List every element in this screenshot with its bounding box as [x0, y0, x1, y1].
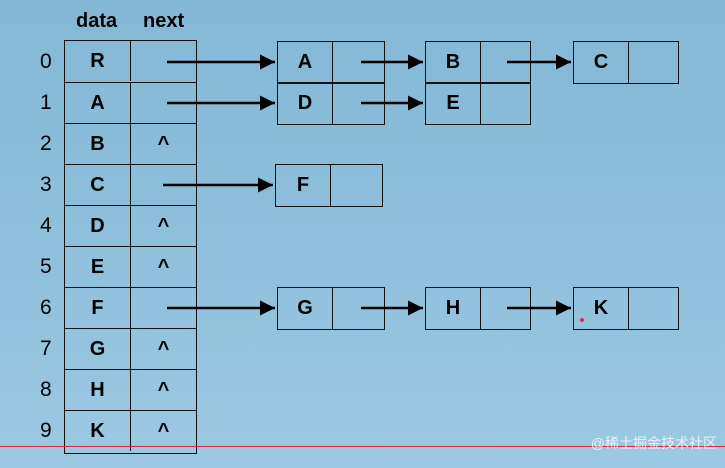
node-data: F [276, 165, 331, 206]
cell-next: ^ [157, 420, 170, 442]
node-data: K [574, 288, 629, 329]
table-row: K^ [65, 410, 196, 451]
node-data: B [426, 42, 481, 83]
list-node: K [573, 287, 679, 330]
row-index: 5 [40, 255, 52, 278]
table-row: B^ [65, 123, 196, 164]
row-index: 8 [40, 378, 52, 401]
cell-data: R [65, 41, 131, 81]
cell-next: ^ [157, 338, 170, 360]
header-data: data [76, 10, 118, 32]
table-row: E^ [65, 246, 196, 287]
row-index: 2 [40, 132, 52, 155]
row-index: 9 [40, 419, 52, 442]
node-data: C [574, 42, 629, 83]
row-index: 3 [40, 173, 52, 196]
list-node: C [573, 41, 679, 84]
cell-next: ^ [157, 256, 170, 278]
list-node: F [275, 164, 383, 207]
annotation-dot [580, 318, 584, 322]
cell-data: A [65, 83, 131, 123]
annotation-line [0, 446, 725, 447]
row-index: 6 [40, 296, 52, 319]
cell-next: ^ [157, 379, 170, 401]
table-row: R [65, 41, 196, 82]
cell-next: ^ [157, 133, 170, 155]
table-row: C [65, 164, 196, 205]
table-row: H^ [65, 369, 196, 410]
cell-data: E [65, 247, 131, 287]
cell-data: C [65, 165, 131, 205]
table-row: G^ [65, 328, 196, 369]
node-data: H [426, 288, 481, 329]
row-index: 4 [40, 214, 52, 237]
cell-next: ^ [157, 215, 170, 237]
cell-data: K [65, 411, 131, 451]
header-next: next [143, 10, 185, 32]
table-row: D^ [65, 205, 196, 246]
row-index: 7 [40, 337, 52, 360]
node-data: D [278, 83, 333, 124]
row-index: 1 [40, 91, 52, 114]
cell-data: H [65, 370, 131, 410]
node-data: G [278, 288, 333, 329]
node-data: A [278, 42, 333, 83]
cell-data: F [65, 288, 131, 328]
cell-data: B [65, 124, 131, 164]
cell-data: D [65, 206, 131, 246]
table-row: F [65, 287, 196, 328]
row-index: 0 [40, 50, 52, 73]
watermark: @稀土掘金技术社区 [590, 435, 717, 451]
table-row: A [65, 82, 196, 123]
cell-data: G [65, 329, 131, 369]
node-data: E [426, 83, 481, 124]
list-node: E [425, 82, 531, 125]
